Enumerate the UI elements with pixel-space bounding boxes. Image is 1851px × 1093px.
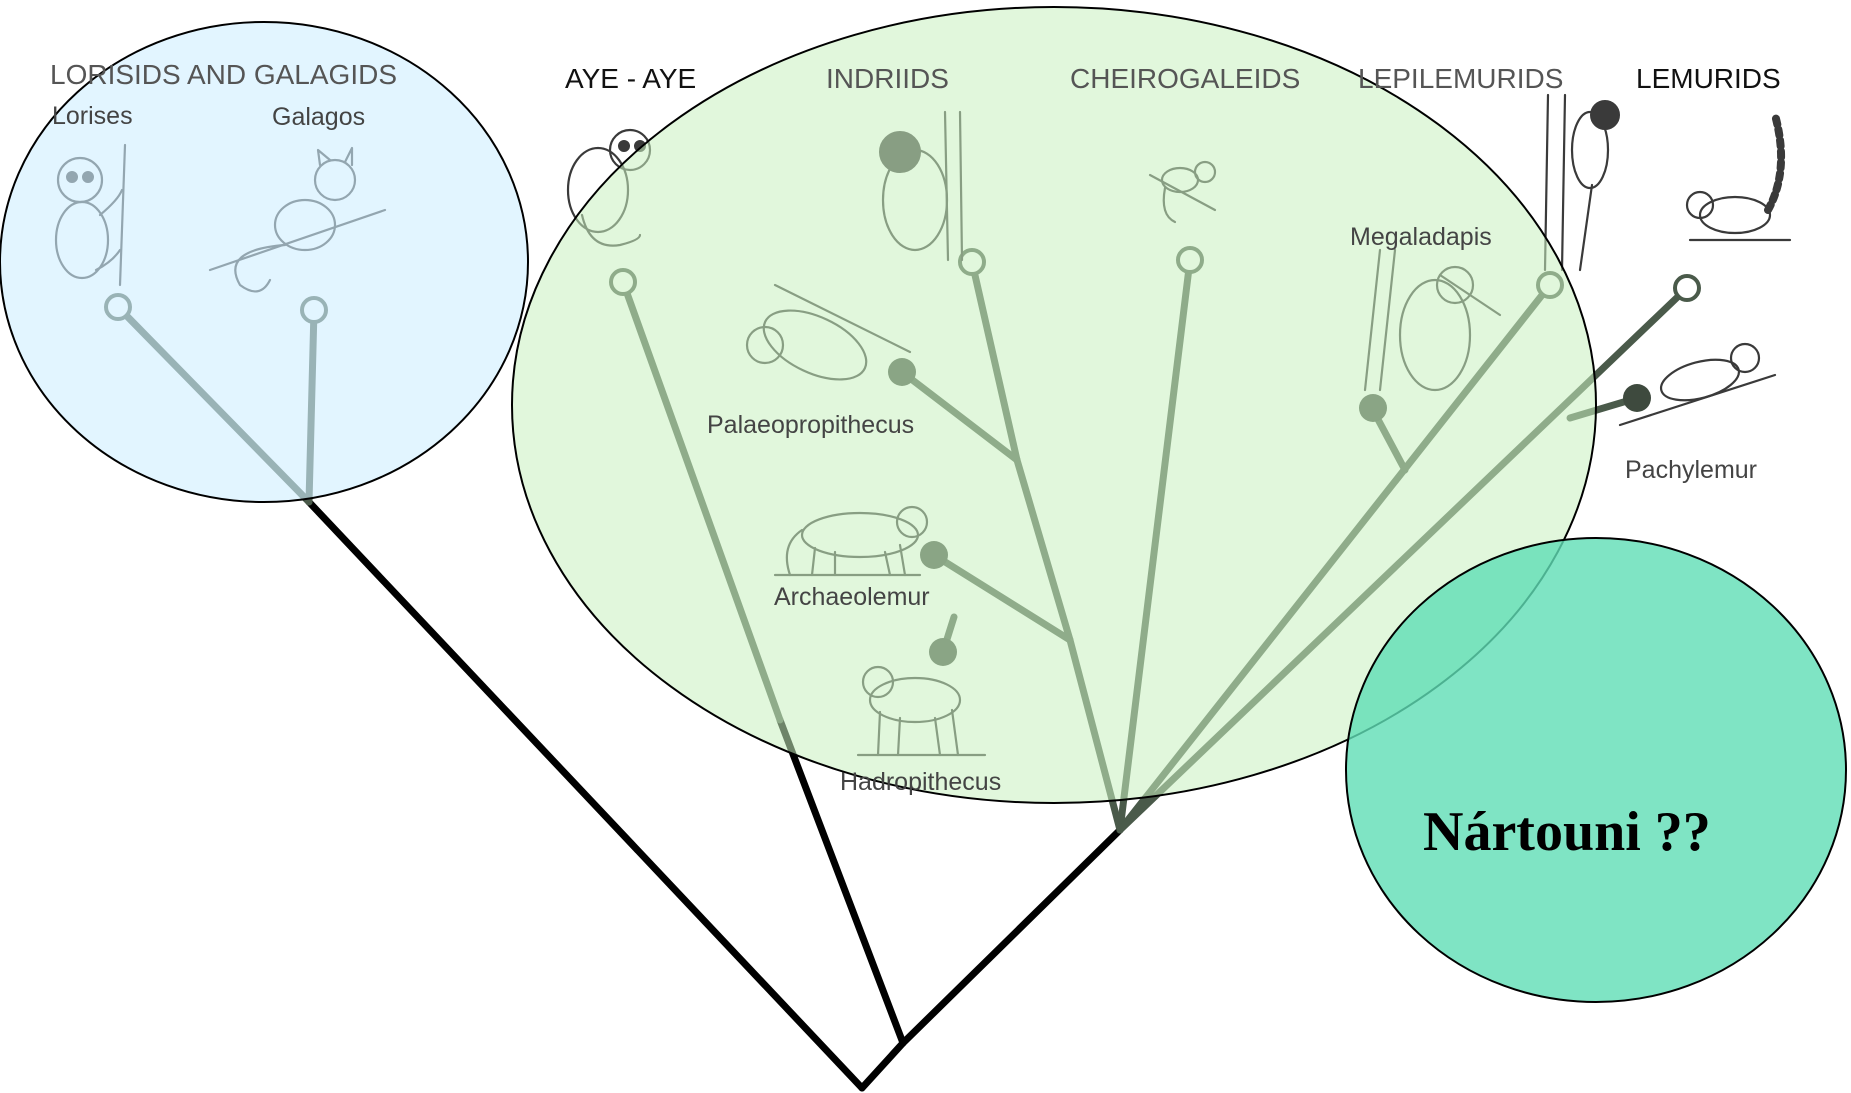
lorisid-highlight-bubble [0, 21, 529, 503]
pachylemur-illustration [1618, 342, 1777, 427]
tree-trunk [305, 498, 1124, 1092]
species-label-pachylemur: Pachylemur [1625, 456, 1757, 484]
node-b-to-lemuriform-node [899, 826, 1124, 1047]
root-to-node-a [305, 498, 866, 1092]
tarsier-question-label: Nártouni ?? [1423, 801, 1711, 863]
group-label-lorisids: LORISIDS AND GALAGIDS [50, 59, 397, 90]
node-b-to-ayeaye [776, 716, 907, 1047]
species-label-palaeopropithecus: Palaeopropithecus [707, 411, 914, 439]
species-label-archaeolemur: Archaeolemur [774, 583, 930, 611]
tarsier-question-bubble [1345, 537, 1847, 1003]
root-to-node-b [858, 1039, 907, 1092]
group-label-lepilemurids: LEPILEMURIDS [1358, 63, 1563, 94]
lemur-highlight-bubble [511, 6, 1597, 804]
group-label-lemurids: LEMURIDS [1636, 63, 1781, 94]
filled-circle-icon [1623, 384, 1651, 412]
species-label-hadropithecus: Hadropithecus [840, 768, 1001, 796]
group-label-cheirogaleids: CHEIROGALEIDS [1070, 63, 1300, 94]
lepilemur-illustration [1543, 93, 1620, 272]
group-label-indriids: INDRIIDS [826, 63, 949, 94]
ringtailed-lemur-illustration [1685, 111, 1792, 242]
open-circle-icon [1673, 274, 1701, 302]
species-label-lorises: Lorises [52, 102, 133, 130]
species-label-galagos: Galagos [272, 103, 365, 131]
species-label-megaladapis: Megaladapis [1350, 223, 1492, 251]
group-label-ayeaye: AYE - AYE [565, 63, 696, 94]
